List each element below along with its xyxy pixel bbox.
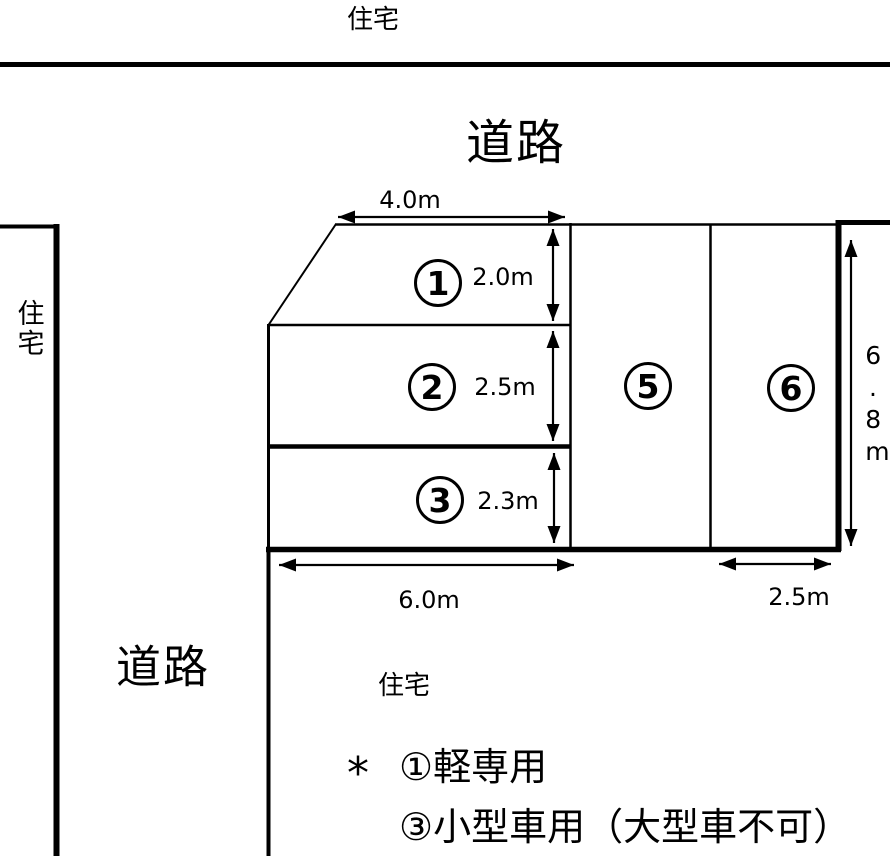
house-bottom-label: 住宅 — [377, 671, 431, 701]
note-line-2: ③小型車用（大型車不可） — [399, 805, 852, 849]
parking-space-2-circle: 2 — [408, 363, 456, 411]
parking-space-6-circle: 6 — [767, 364, 815, 412]
parking-space-1-circle: 1 — [414, 259, 462, 307]
road-left-label: 道路 — [115, 640, 211, 694]
road-top-label: 道路 — [465, 115, 567, 171]
note-line-1: ①軽専用 — [399, 745, 548, 789]
dim-space6-width-label: 2.5m — [768, 583, 830, 611]
house-left-label: 住宅 — [12, 299, 44, 359]
parking-space-5-circle: 5 — [624, 362, 672, 410]
dim-space1-depth-label: 2.0m — [472, 263, 534, 291]
parcel-corner-slant — [267, 223, 337, 326]
dim-bottom-width-label: 6.0m — [398, 586, 460, 614]
house-top-label: 住宅 — [346, 5, 400, 35]
dim-space3-depth-label: 2.3m — [477, 487, 539, 515]
dim-top-width-label: 4.0m — [379, 186, 441, 214]
parking-space-3-circle: 3 — [416, 476, 464, 524]
dim-right-depth-label: 6.8m — [865, 341, 890, 466]
dim-space2-depth-label: 2.5m — [474, 373, 536, 401]
note-asterisk: * — [347, 748, 369, 799]
